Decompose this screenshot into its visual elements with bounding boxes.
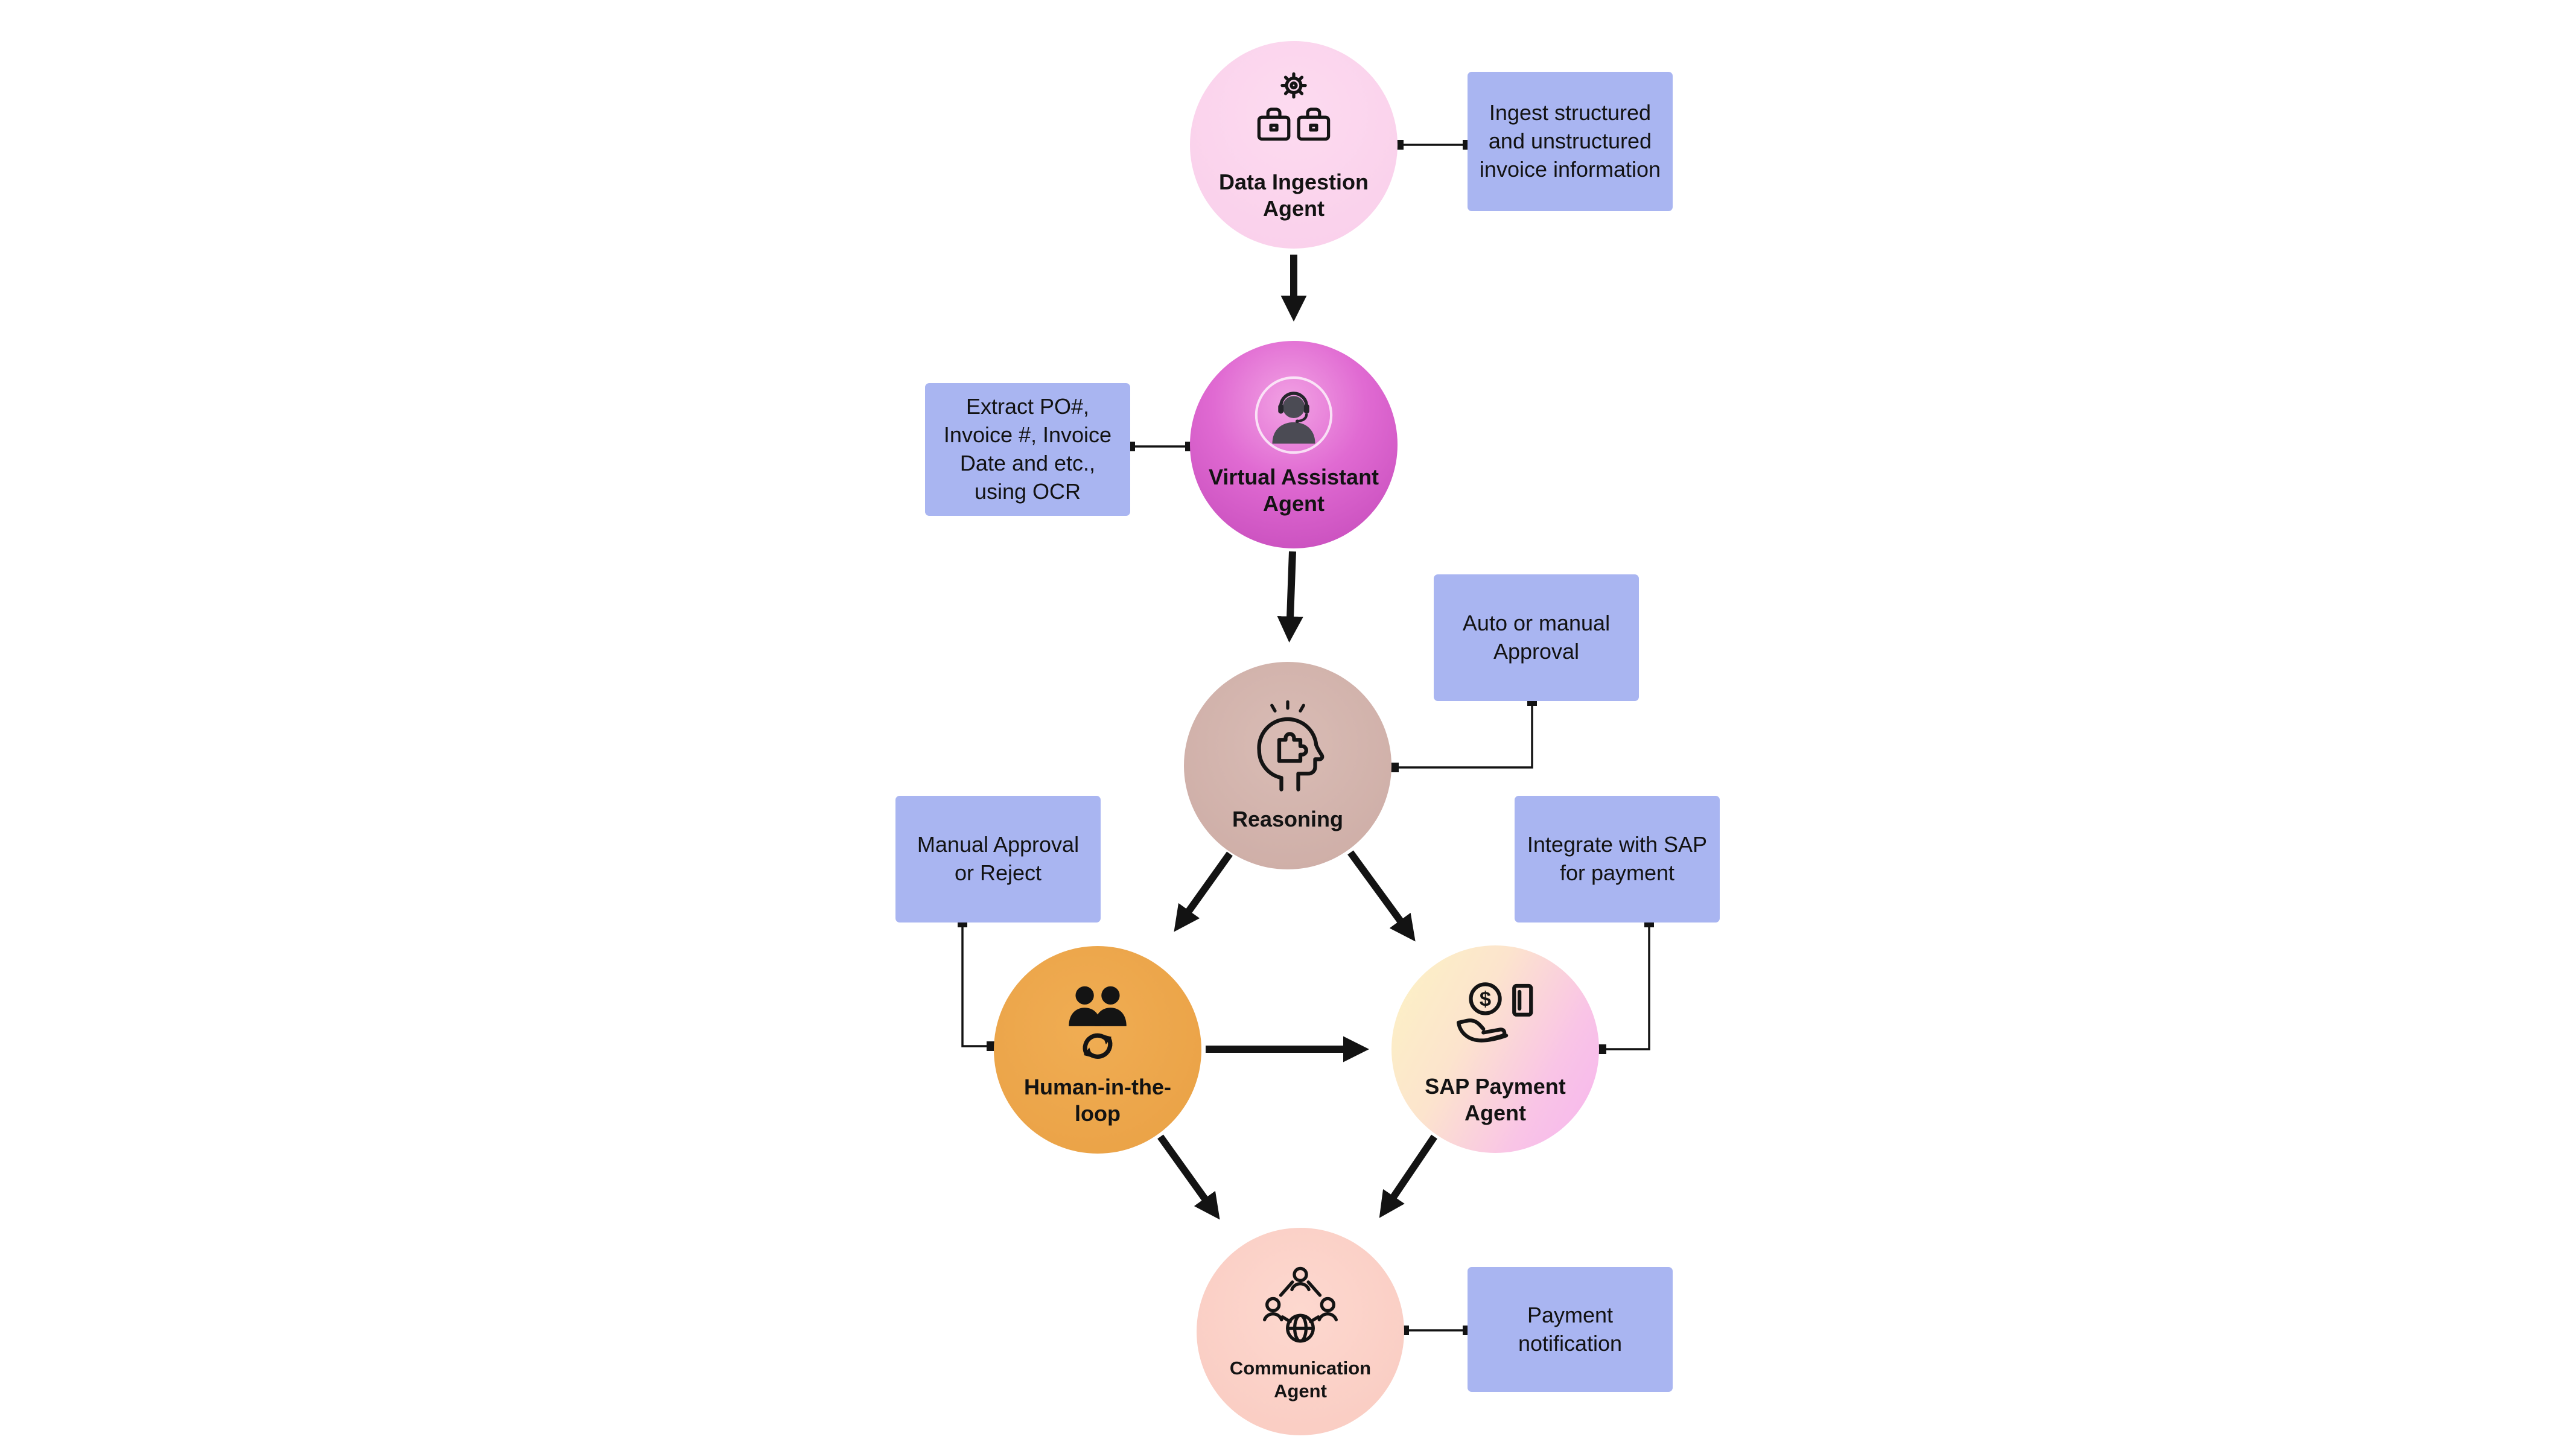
arrow-assistant-to-reasoning: [1277, 551, 1303, 643]
flow-arrows: [1157, 255, 1437, 1220]
arrow-reasoning-to-human: [1174, 851, 1233, 932]
note-extract-ocr[interactable]: Extract PO#, Invoice #, Invoice Date and…: [925, 383, 1130, 516]
note-auto-manual-approval[interactable]: Auto or manual Approval: [1434, 574, 1639, 701]
note-text: Payment notification: [1518, 1302, 1623, 1356]
note-text: Integrate with SAP for payment: [1527, 832, 1708, 885]
node-label: Virtual Assistant Agent: [1208, 465, 1379, 516]
note-sap-integration[interactable]: Integrate with SAP for payment: [1515, 796, 1720, 922]
note-ingest-invoice[interactable]: Ingest structured and unstructured invoi…: [1468, 72, 1673, 211]
gear-briefcases-icon: [1246, 68, 1341, 163]
node-label: Reasoning: [1232, 807, 1344, 832]
headset-avatar-icon: [1251, 372, 1337, 458]
node-human-in-the-loop[interactable]: Human-in-the-loop: [994, 946, 1201, 1154]
node-communication-agent[interactable]: Communication Agent: [1197, 1228, 1404, 1435]
note-manual-approval-reject[interactable]: Manual Approval or Reject: [895, 796, 1101, 922]
svg-text:$: $: [1480, 988, 1491, 1011]
connector-approval-note: [1394, 701, 1533, 769]
note-connector-lines: [961, 144, 1650, 1332]
note-text: Auto or manual Approval: [1462, 611, 1611, 664]
node-label: Data Ingestion Agent: [1218, 170, 1369, 221]
node-label: Communication Agent: [1229, 1358, 1372, 1402]
node-data-ingestion-agent[interactable]: Data Ingestion Agent: [1190, 41, 1398, 249]
arrow-sap-to-communication: [1379, 1134, 1437, 1218]
arrow-human-to-communication: [1157, 1134, 1220, 1220]
head-puzzle-icon: [1237, 699, 1338, 800]
arrow-reasoning-to-sap: [1347, 850, 1416, 942]
people-network-globe-icon: [1255, 1260, 1346, 1351]
node-label: SAP Payment Agent: [1425, 1074, 1566, 1125]
node-label: Human-in-the-loop: [1024, 1075, 1171, 1126]
node-sap-payment-agent[interactable]: $ SAP Payment Agent: [1391, 945, 1599, 1153]
note-text: Ingest structured and unstructured invoi…: [1479, 100, 1661, 182]
note-text: Manual Approval or Reject: [917, 832, 1080, 885]
hand-payment-icon: $: [1448, 972, 1543, 1067]
connector-manual-approval-note: [961, 922, 991, 1047]
note-text: Extract PO#, Invoice #, Invoice Date and…: [943, 394, 1112, 504]
note-payment-notification[interactable]: Payment notification: [1468, 1267, 1673, 1392]
node-reasoning[interactable]: Reasoning: [1184, 662, 1391, 869]
people-cycle-icon: [1050, 973, 1145, 1068]
connector-sap-note: [1601, 922, 1650, 1050]
node-virtual-assistant-agent[interactable]: Virtual Assistant Agent: [1190, 341, 1398, 548]
